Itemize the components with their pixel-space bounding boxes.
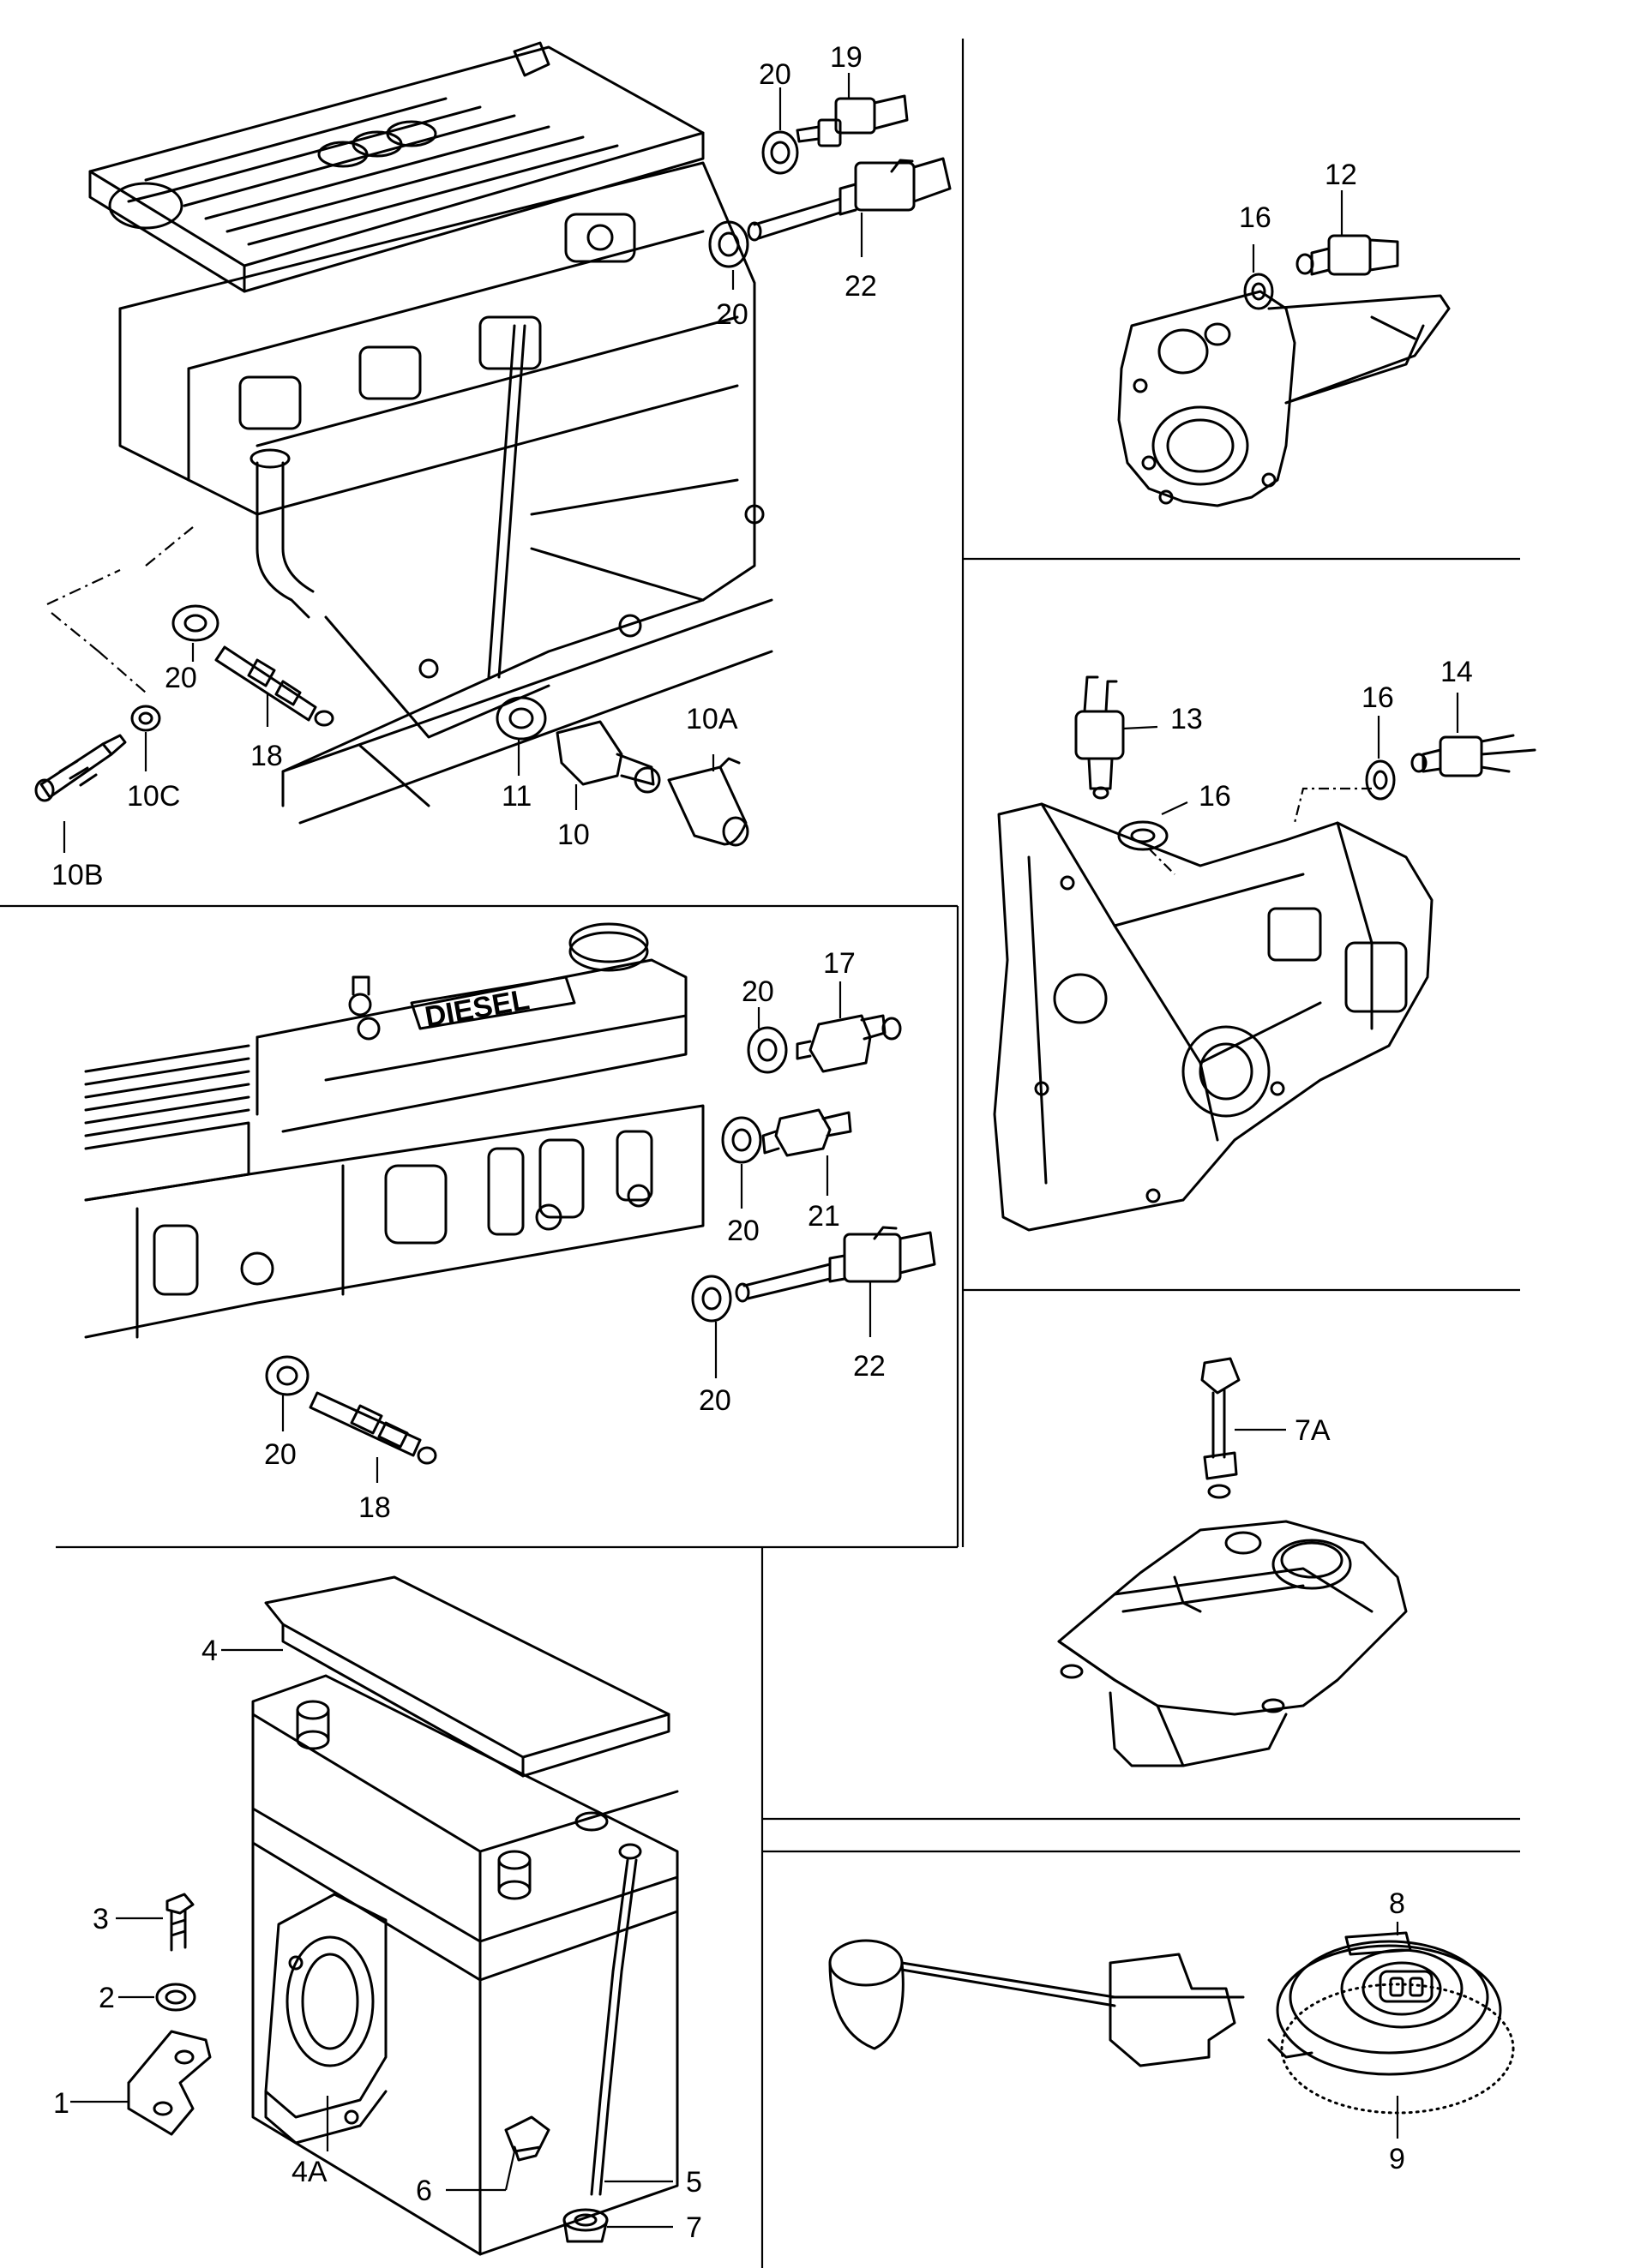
glow-plug-10b xyxy=(34,734,127,802)
sensor-19 xyxy=(796,94,909,147)
washer-16-right xyxy=(1365,759,1396,801)
battery-body xyxy=(251,1674,679,2256)
washer-20-left xyxy=(171,604,219,642)
callout-7: 7 xyxy=(686,2211,702,2244)
leaders-panel-4 xyxy=(281,981,872,1483)
washer-20-mid xyxy=(708,220,749,268)
cap-10a xyxy=(667,757,749,847)
callout-22: 22 xyxy=(845,270,877,303)
callout-20: 20 xyxy=(716,298,748,331)
bracket-1 xyxy=(127,2030,212,2136)
callout-22: 22 xyxy=(853,1350,886,1383)
gearbox-housing-top xyxy=(1117,290,1451,507)
callout-6: 6 xyxy=(416,2175,432,2207)
callout-10b: 10B xyxy=(51,859,104,891)
battery-holder-4a xyxy=(264,1893,388,2145)
callout-20: 20 xyxy=(699,1384,731,1417)
callout-10c: 10C xyxy=(127,780,180,813)
callout-20: 20 xyxy=(264,1438,297,1471)
washer-20-p4b xyxy=(721,1116,762,1164)
callout-2: 2 xyxy=(99,1982,115,2014)
callout-18: 18 xyxy=(358,1491,391,1524)
gearbox-housing-mid xyxy=(993,802,1434,1232)
sender-7a xyxy=(1200,1357,1241,1499)
callout-20: 20 xyxy=(727,1215,760,1247)
callout-1: 1 xyxy=(53,2087,69,2120)
callout-5: 5 xyxy=(686,2166,702,2199)
callout-19: 19 xyxy=(830,41,863,74)
sensor-10 xyxy=(556,720,661,794)
washer-11 xyxy=(496,696,547,741)
callout-10: 10 xyxy=(557,819,590,851)
callout-7a: 7A xyxy=(1295,1414,1331,1447)
callout-8: 8 xyxy=(1389,1887,1405,1920)
washer-20-top xyxy=(761,130,799,175)
callout-16: 16 xyxy=(1199,780,1231,813)
clip-6 xyxy=(504,2115,550,2162)
grommet-7 xyxy=(562,2208,609,2243)
leaders-panel-3 xyxy=(1122,693,1459,875)
washer-16-mid xyxy=(1117,820,1169,851)
washer-20-p4d xyxy=(265,1355,310,1396)
injector-18-lower xyxy=(309,1391,437,1465)
sensor-13 xyxy=(1074,675,1125,800)
callout-20: 20 xyxy=(165,662,197,694)
callout-18: 18 xyxy=(250,740,283,772)
callout-10a: 10A xyxy=(686,703,738,735)
callout-17: 17 xyxy=(823,947,856,980)
callout-20: 20 xyxy=(742,975,774,1008)
injector-18 xyxy=(214,645,334,727)
callout-16: 16 xyxy=(1361,681,1394,714)
expansion-tank xyxy=(1057,1520,1408,1767)
vent-hose-5 xyxy=(590,1858,638,2196)
washer-2 xyxy=(155,1983,196,2012)
assembly-guide-lines xyxy=(46,526,194,693)
callout-labels: 20 19 22 20 12 16 20 18 11 10 10A 10B 10… xyxy=(51,41,1473,2244)
washer-20-p4c xyxy=(691,1275,732,1323)
washer-16-top xyxy=(1243,273,1274,310)
engine-block-drawing xyxy=(88,41,773,825)
washer-20-p4a xyxy=(747,1026,788,1074)
sensor-12 xyxy=(1295,234,1399,276)
sensor-14 xyxy=(1410,734,1536,777)
callout-11: 11 xyxy=(502,780,532,813)
washer-10c xyxy=(130,705,161,732)
leaders-panel-1 xyxy=(63,73,863,853)
callout-4: 4 xyxy=(201,1635,218,1667)
panel-dividers xyxy=(0,39,1520,2268)
callout-4a: 4A xyxy=(292,2156,328,2188)
callout-14: 14 xyxy=(1440,656,1473,688)
leaders-panel-6 xyxy=(70,1648,673,2229)
callout-12: 12 xyxy=(1325,159,1357,191)
sensor-22-mid xyxy=(735,1226,936,1303)
fuel-sender-unit xyxy=(828,1931,1515,2115)
callout-20: 20 xyxy=(759,58,791,91)
sensor-17 xyxy=(796,1014,902,1073)
sensor-21 xyxy=(761,1108,852,1157)
callout-16: 16 xyxy=(1239,201,1271,234)
sensor-22-top xyxy=(747,157,952,242)
callout-3: 3 xyxy=(93,1903,109,1935)
callout-21: 21 xyxy=(808,1200,840,1233)
callout-13: 13 xyxy=(1170,703,1203,735)
callout-9: 9 xyxy=(1389,2143,1405,2175)
cylinder-head-drawing xyxy=(84,922,705,1339)
leaders-panel-2 xyxy=(1252,190,1343,273)
bolt-3 xyxy=(165,1893,195,1952)
